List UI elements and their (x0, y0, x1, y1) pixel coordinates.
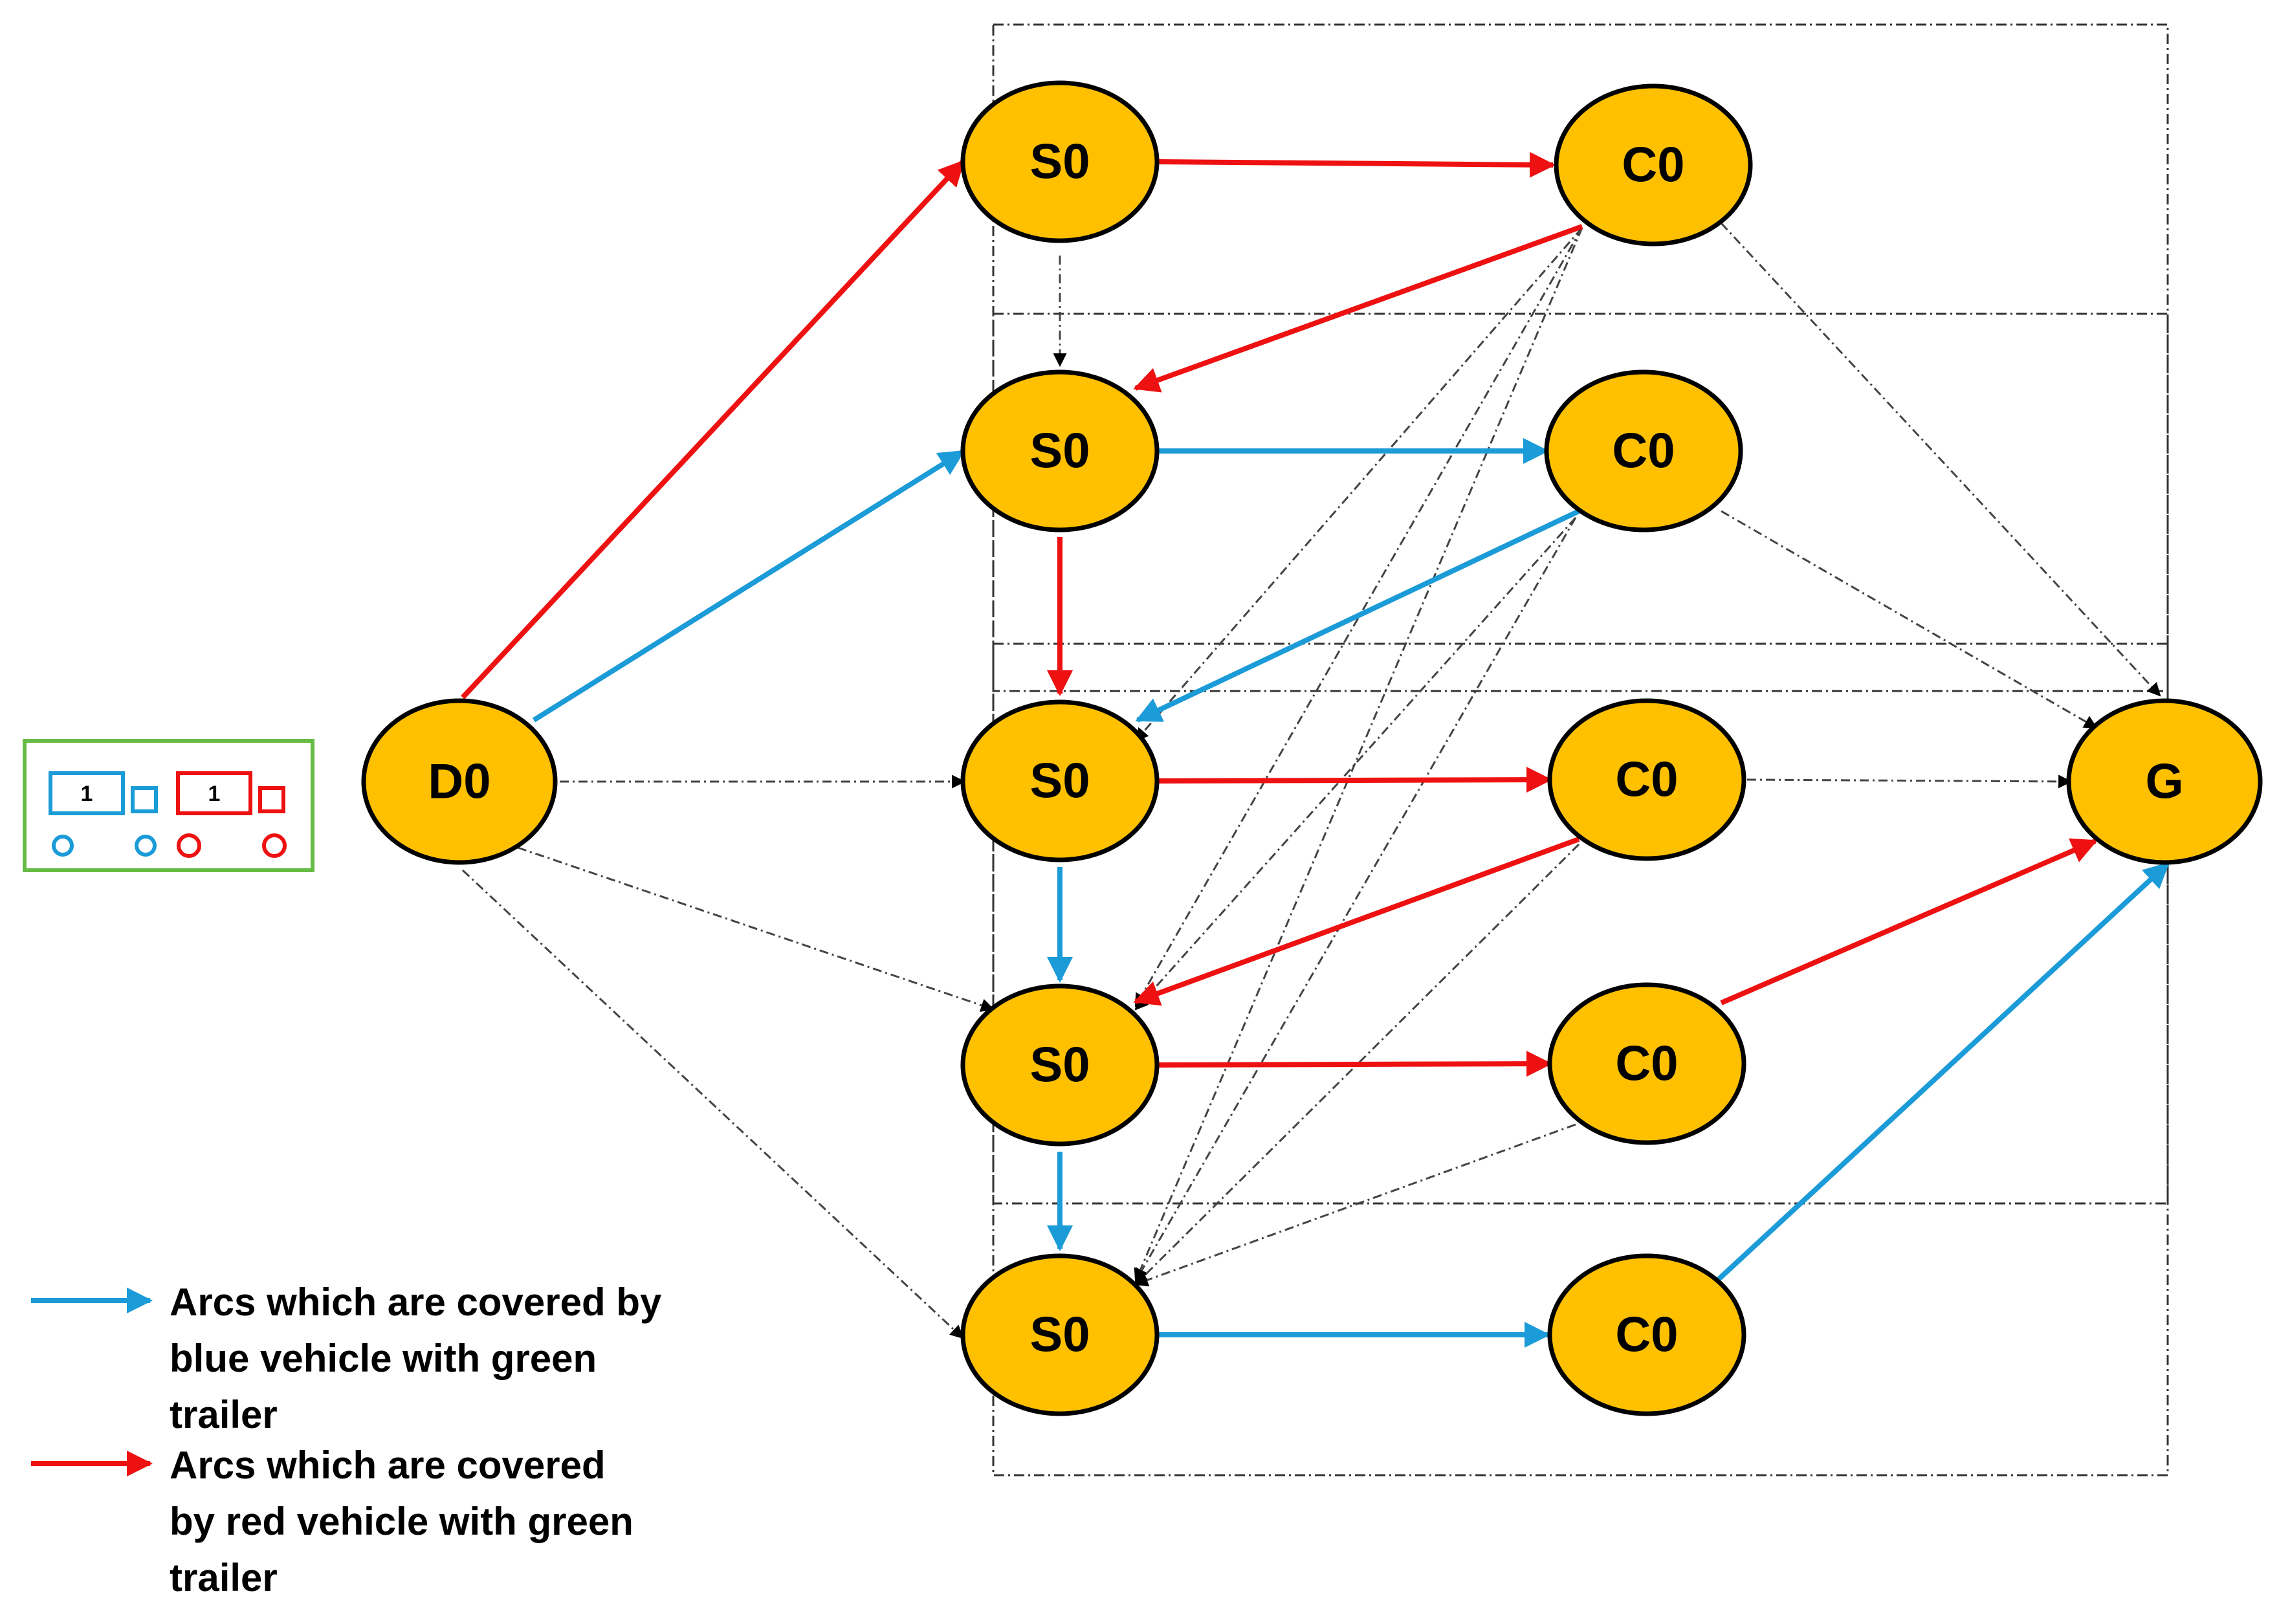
dashed-arc (1134, 517, 1577, 1282)
legend-blue-line2: blue vehicle with green (170, 1337, 597, 1380)
node-label-c-row1: C0 (1622, 138, 1684, 193)
node-s-row2[interactable] (960, 369, 1160, 532)
node-label-c-row2: C0 (1612, 424, 1675, 479)
node-label-s-row5: S0 (1030, 1308, 1090, 1363)
legend-blue-line1: Arcs which are covered by (170, 1280, 662, 1324)
node-label-c-row3: C0 (1615, 752, 1678, 807)
dashed-arc (1721, 510, 2098, 729)
node-depot[interactable] (361, 698, 558, 865)
dashed-arc (1746, 774, 2073, 789)
dashed-arc (517, 846, 995, 1012)
vehicle-icon-box: 1 1 (23, 739, 314, 872)
red-truck-icon (176, 771, 287, 858)
vehicle-icon-frame (23, 739, 314, 872)
node-c-row2[interactable] (1544, 369, 1743, 532)
node-s-row3[interactable] (960, 699, 1160, 862)
blue-arc (1716, 862, 2170, 1282)
legend-blue-line3: trailer (170, 1393, 278, 1436)
node-label-s-row1: S0 (1030, 135, 1090, 190)
blue-truck-icon (49, 771, 158, 857)
node-goal[interactable] (2066, 698, 2263, 865)
dashed-arc (461, 869, 964, 1339)
red-arc (461, 160, 965, 699)
red-arc (1133, 837, 1580, 1006)
dashed-arc (1134, 1123, 1576, 1287)
dashed-arcs (461, 222, 2161, 1339)
blue-truck-number: 1 (81, 782, 93, 806)
node-s-row4[interactable] (960, 983, 1160, 1147)
node-label-s-row4: S0 (1030, 1038, 1090, 1093)
node-c-row5[interactable] (1547, 1253, 1746, 1416)
red-arc (1133, 224, 1583, 393)
blue-arc (1135, 509, 1580, 723)
node-s-row5[interactable] (960, 1253, 1160, 1416)
red-truck-number: 1 (208, 782, 221, 806)
dashed-arc (1134, 227, 1583, 1282)
node-label-goal: G (2145, 754, 2183, 809)
dashed-arc (1134, 516, 1577, 1011)
legend: Arcs which are covered by blue vehicle w… (31, 1280, 662, 1599)
dashed-arc (1720, 222, 2161, 697)
red-arcs (461, 151, 2098, 1077)
nodes (361, 80, 2263, 1416)
dashed-arc (1134, 227, 1583, 742)
legend-red-line1: Arcs which are covered (170, 1443, 606, 1487)
node-label-c-row5: C0 (1615, 1308, 1678, 1363)
node-label-s-row2: S0 (1030, 424, 1090, 479)
red-arc (1158, 151, 1556, 178)
blue-arcs (532, 438, 2170, 1348)
red-arc (1158, 1051, 1552, 1077)
node-label-s-row3: S0 (1030, 754, 1090, 809)
node-label-c-row4: C0 (1615, 1037, 1678, 1092)
node-c-row4[interactable] (1547, 982, 1746, 1145)
node-labels: D0 S0 S0 S0 S0 S0 C0 C0 C0 C0 C0 G (428, 135, 2183, 1363)
legend-red-line2: by red vehicle with green (170, 1500, 633, 1543)
red-arc (1720, 838, 2098, 1005)
node-label-depot: D0 (428, 754, 490, 809)
legend-red-line3: trailer (170, 1556, 278, 1599)
red-arc (1158, 767, 1552, 793)
dashed-arc (1134, 843, 1580, 1286)
node-s-row1[interactable] (960, 80, 1160, 243)
node-c-row3[interactable] (1547, 698, 1746, 861)
node-c-row1[interactable] (1554, 83, 1753, 247)
blue-arc (532, 449, 965, 723)
